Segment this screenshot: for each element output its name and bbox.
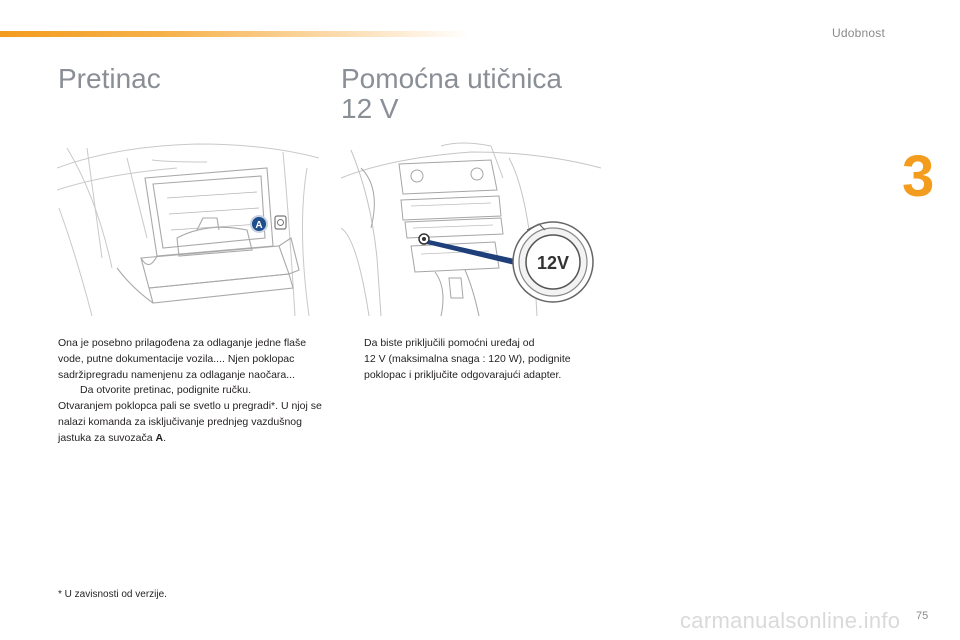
glovebox-paragraph-2-end: .: [163, 431, 166, 444]
glovebox-paragraph-2-text: Otvaranjem poklopca pali se svetlo u pre…: [58, 400, 322, 444]
accent-bar: [0, 31, 470, 37]
power-socket-bullet-1: Da biste priključili pomoćni uređaj od: [342, 336, 582, 352]
airbag-switch-icon: [274, 215, 287, 230]
glovebox-bullet-1: Da otvorite pretinac, podignite ručku.: [58, 383, 328, 399]
socket-12v-label: 12V: [537, 253, 569, 273]
page-number: 75: [916, 610, 929, 622]
section-name: Udobnost: [832, 26, 885, 40]
glovebox-paragraph-2: Otvaranjem poklopca pali se svetlo u pre…: [58, 399, 328, 446]
label-a-text: A: [255, 220, 262, 231]
title-power-socket: Pomoćna utičnica 12 V: [341, 64, 601, 124]
glovebox-paragraph-1: Ona je posebno prilagođena za odlaganje …: [58, 337, 307, 381]
chapter-number: 3: [902, 144, 935, 209]
glovebox-illustration: A: [57, 138, 319, 316]
power-socket-description: Da biste priključili pomoćni uređaj od 1…: [342, 336, 582, 383]
socket-cover-icon: [525, 234, 581, 290]
glovebox-bullet-1-text: Da otvorite pretinac, podignite ručku.: [80, 384, 252, 397]
power-socket-illustration: 12V: [341, 138, 601, 316]
watermark: carmanualsonline.info: [680, 608, 901, 633]
title-power-socket-line-2: 12 V: [341, 93, 399, 124]
power-socket-bullet-1-line-1: Da biste priključili pomoćni uređaj od: [364, 337, 535, 349]
label-a-badge: [250, 215, 268, 233]
label-a-reference: A: [155, 431, 164, 444]
title-glovebox: Pretinac: [58, 63, 161, 94]
glovebox-description: Ona je posebno prilagođena za odlaganje …: [58, 336, 328, 447]
power-socket-bullet-1-rest: 12 V (maksimalna snaga : 120 W), podigni…: [364, 352, 571, 381]
console-drawing: 12V: [341, 142, 601, 316]
pointer-arrow: [427, 240, 519, 266]
title-power-socket-line-1: Pomoćna utičnica: [341, 63, 563, 94]
glovebox-drawing: A: [57, 143, 319, 316]
footnote: * U zavisnosti od verzije.: [58, 589, 167, 600]
